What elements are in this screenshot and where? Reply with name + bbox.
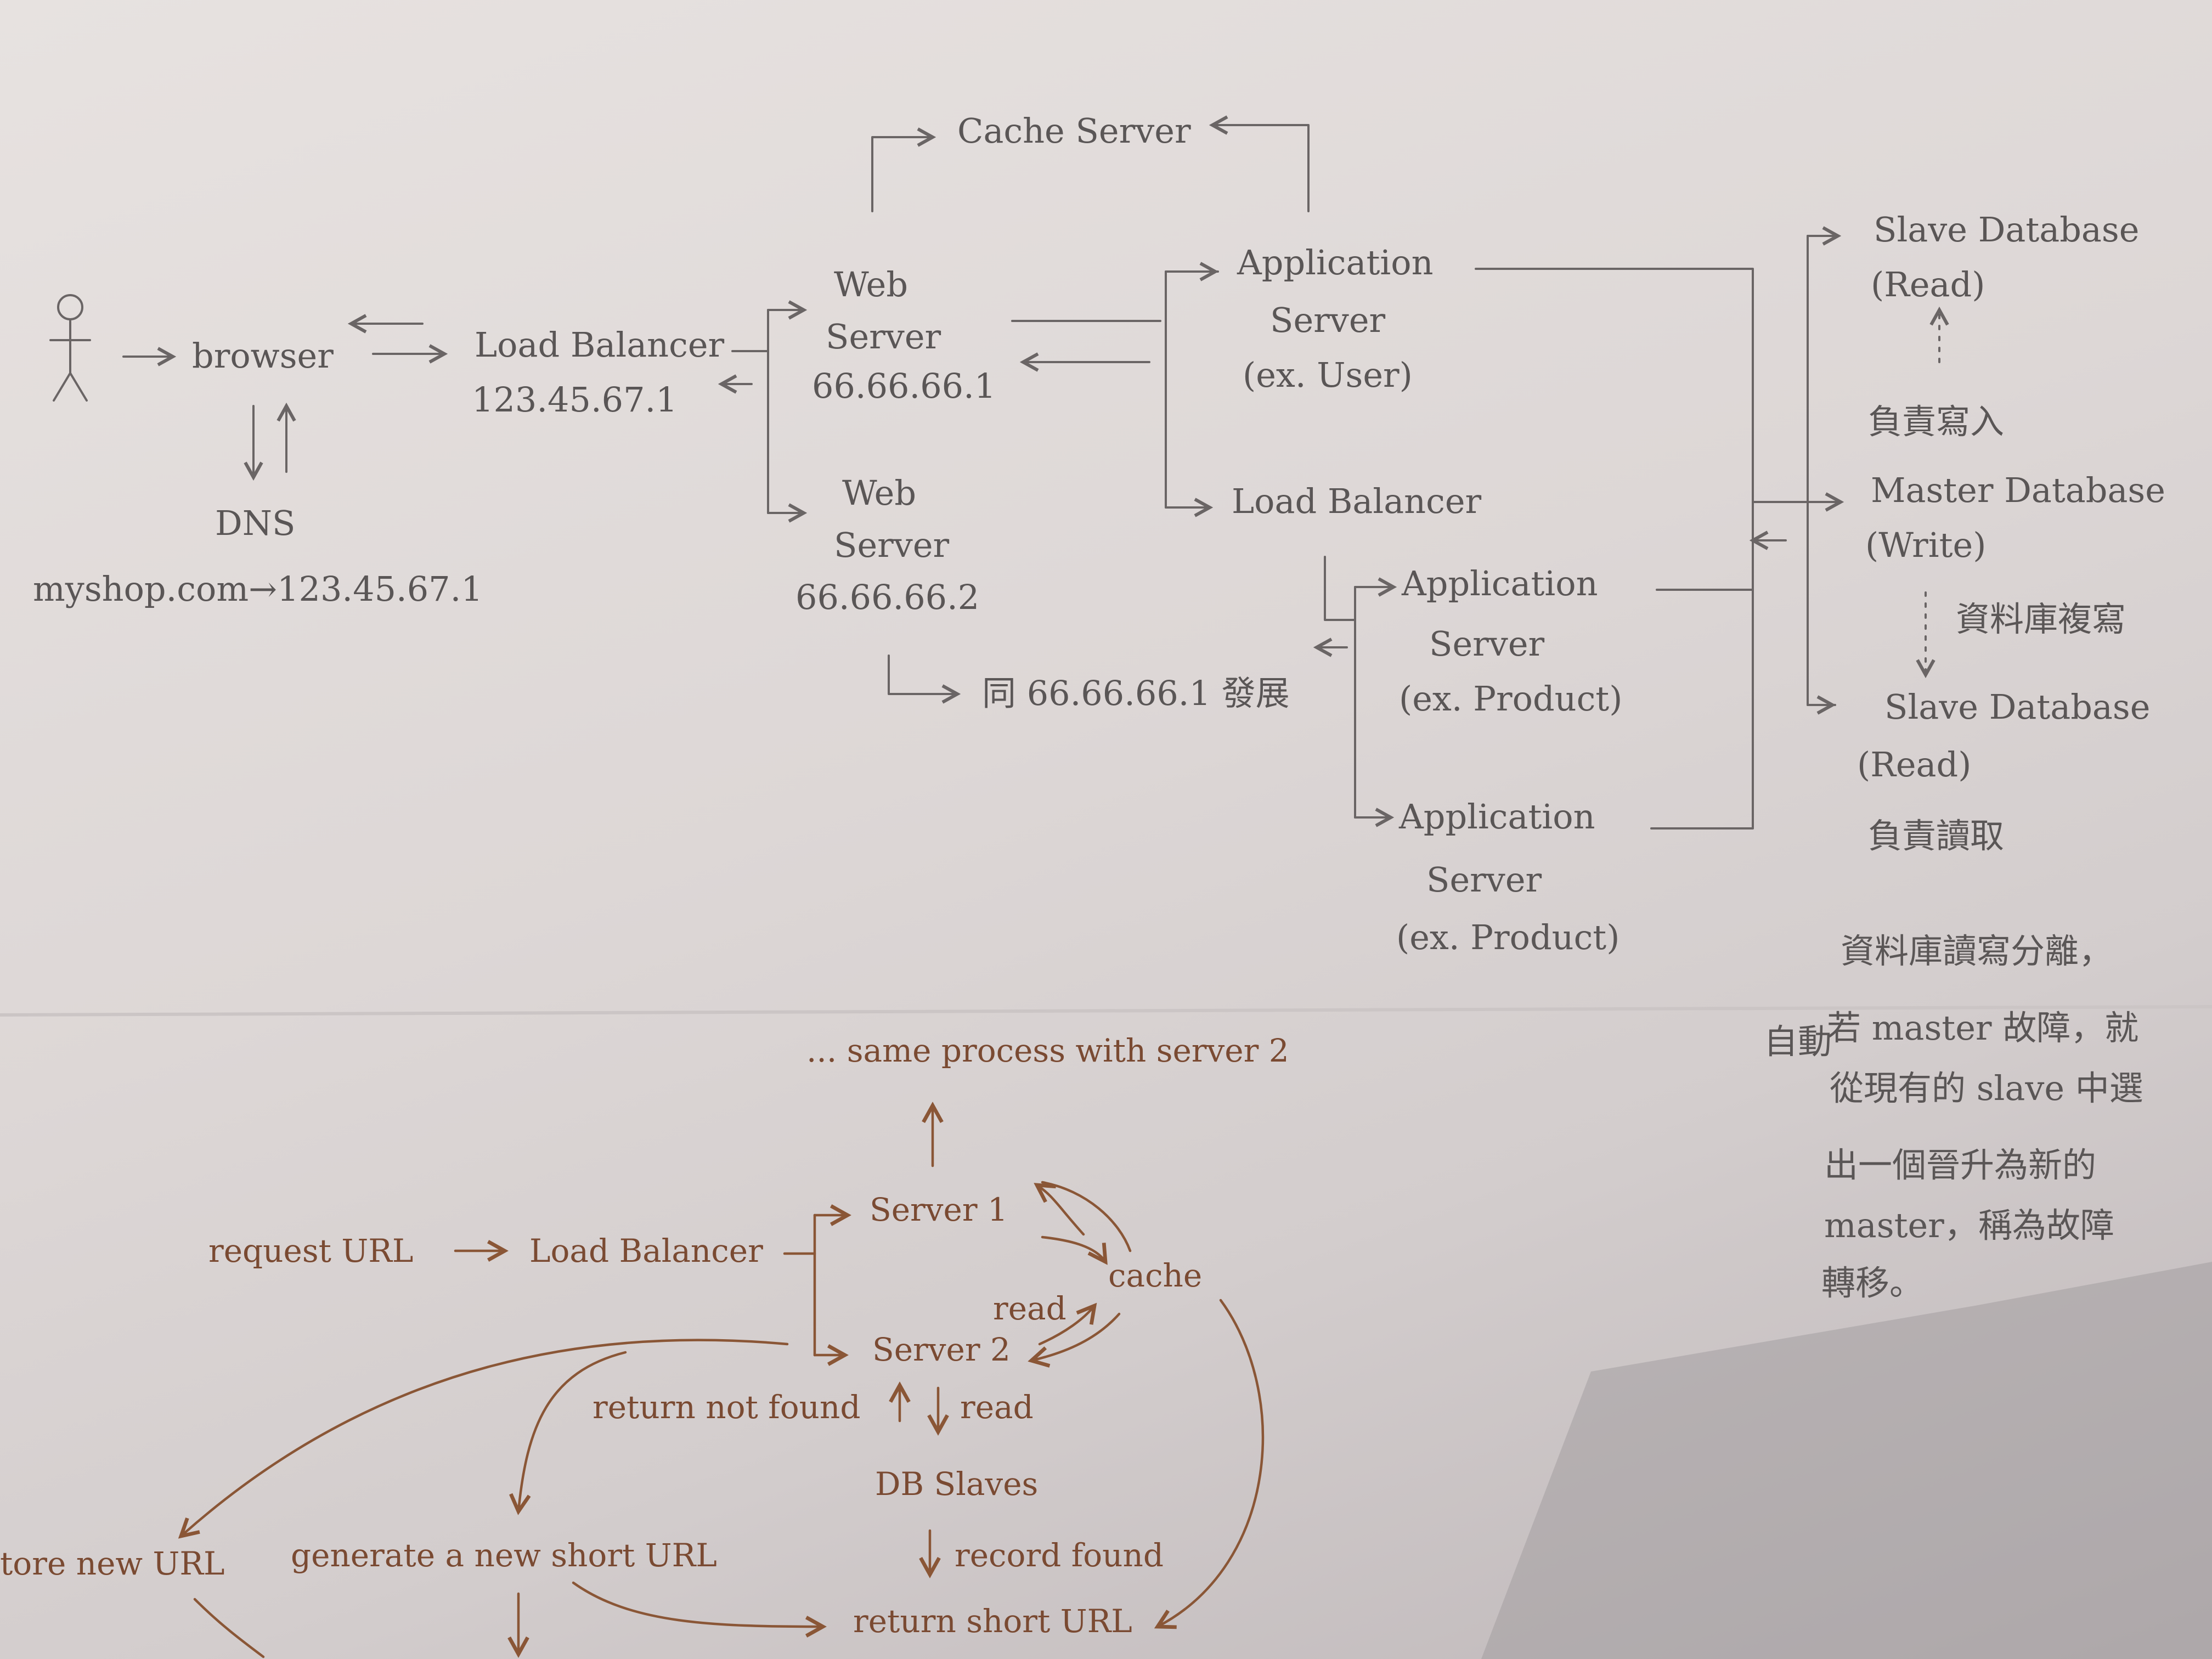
app-prod1-line2: Server xyxy=(1429,624,1545,664)
slave-db-2-note: 負責讀取 xyxy=(1868,816,2004,856)
app-user-line3: (ex. User) xyxy=(1243,355,1413,395)
dns-mapping: myshop.com→123.45.67.1 xyxy=(33,569,483,609)
failover-auto-note: 自動 xyxy=(1764,1022,1832,1062)
arrow-server1-to-cache xyxy=(1041,1235,1105,1262)
app-prod2-line3: (ex. Product) xyxy=(1396,917,1620,957)
load-balancer-1-ip: 123.45.67.1 xyxy=(472,380,678,420)
web-server-2-ip: 66.66.66.2 xyxy=(795,577,979,617)
arrow-server2-read-cache xyxy=(1038,1306,1094,1346)
server1-label: Server 1 xyxy=(870,1191,1008,1228)
failover-note: 資料庫讀寫分離， 若 master 故障，就 從現有的 slave 中選 出一個… xyxy=(1764,931,2143,1303)
generate-short-url-label: generate a new short URL xyxy=(291,1537,717,1574)
web-server-1-line1: Web xyxy=(834,264,908,304)
failover-line-1: 資料庫讀寫分離， xyxy=(1841,931,2113,971)
master-db-line2: (Write) xyxy=(1865,525,1986,565)
read-label-2: read xyxy=(960,1389,1034,1426)
failover-line-4: 出一個晉升為新的 xyxy=(1824,1145,2096,1185)
slave-db-2-line2: (Read) xyxy=(1857,744,1971,785)
request-url-label: request URL xyxy=(208,1232,413,1269)
return-short-url-label: return short URL xyxy=(853,1602,1132,1640)
arrow-web2-note xyxy=(888,654,957,694)
app-prod2-line2: Server xyxy=(1426,860,1542,900)
record-found-label: record found xyxy=(955,1537,1164,1574)
failover-line-6: 轉移。 xyxy=(1821,1263,1923,1303)
server2-label: Server 2 xyxy=(872,1331,1011,1368)
web1-fanout xyxy=(1165,270,1219,509)
shadow-region xyxy=(1481,1262,2212,1659)
web-server-2-line1: Web xyxy=(842,473,916,513)
load-balancer-2-label: Load Balancer xyxy=(1232,481,1482,521)
same-process-note: ... same process with server 2 xyxy=(806,1032,1289,1069)
arc-cache-server1 xyxy=(1041,1181,1132,1252)
arrow-cache-to-server2 xyxy=(1031,1312,1121,1361)
slave-db-1-line2: (Read) xyxy=(1871,264,1985,304)
arrow-cache-return-short xyxy=(1158,1299,1265,1627)
line-store-down xyxy=(193,1598,265,1658)
slave-db-2-line1: Slave Database xyxy=(1884,687,2150,727)
app-user-line1: Application xyxy=(1237,242,1434,283)
bottom-load-balancer-label: Load Balancer xyxy=(529,1232,763,1269)
store-new-url-label: tore new URL xyxy=(0,1545,225,1582)
master-db-line1: Master Database xyxy=(1871,470,2165,510)
db-slaves-label: DB Slaves xyxy=(875,1465,1038,1503)
slave-db-1-line1: Slave Database xyxy=(1874,210,2139,250)
failover-line-5: master，稱為故障 xyxy=(1824,1205,2114,1245)
lb2-drop xyxy=(1324,556,1356,621)
return-not-found-label: return not found xyxy=(592,1389,860,1426)
cache-server-label: Cache Server xyxy=(957,111,1191,151)
db-bus-right xyxy=(1475,268,1754,830)
web-server-1-line2: Server xyxy=(826,317,941,357)
arrow-server2-store-url xyxy=(181,1339,789,1536)
web-server-2-line2: Server xyxy=(834,525,950,565)
arrow-web-to-cache xyxy=(871,137,933,212)
arrow-generate-return-short xyxy=(572,1581,823,1627)
browser-label: browser xyxy=(192,336,334,376)
arrow-server2-generate-url xyxy=(518,1351,627,1511)
failover-line-3: 從現有的 slave 中選 xyxy=(1830,1068,2143,1108)
app-prod2-line1: Application xyxy=(1398,797,1595,837)
app-user-line2: Server xyxy=(1270,300,1386,340)
paper-fold xyxy=(0,1005,2212,1017)
web-server-1-ip: 66.66.66.1 xyxy=(812,366,996,406)
replication-note: 資料庫複寫 xyxy=(1956,599,2126,639)
read-label-1: read xyxy=(993,1290,1066,1327)
user-stick-figure-icon xyxy=(49,294,91,402)
web-server-2-note: 同 66.66.66.1 發展 xyxy=(982,673,1290,713)
db-slave-bus xyxy=(1807,235,1836,706)
master-write-note: 負責寫入 xyxy=(1868,402,2004,442)
app-prod1-line1: Application xyxy=(1401,563,1598,603)
arrow-app-to-cache xyxy=(1212,125,1310,212)
dns-label: DNS xyxy=(215,503,295,543)
load-balancer-1-label: Load Balancer xyxy=(475,325,725,365)
arrow-cache-to-server1 xyxy=(1037,1185,1085,1236)
cache-label: cache xyxy=(1108,1257,1202,1294)
failover-line-2: 若 master 故障，就 xyxy=(1827,1008,2138,1048)
app-prod1-line3: (ex. Product) xyxy=(1399,679,1622,719)
